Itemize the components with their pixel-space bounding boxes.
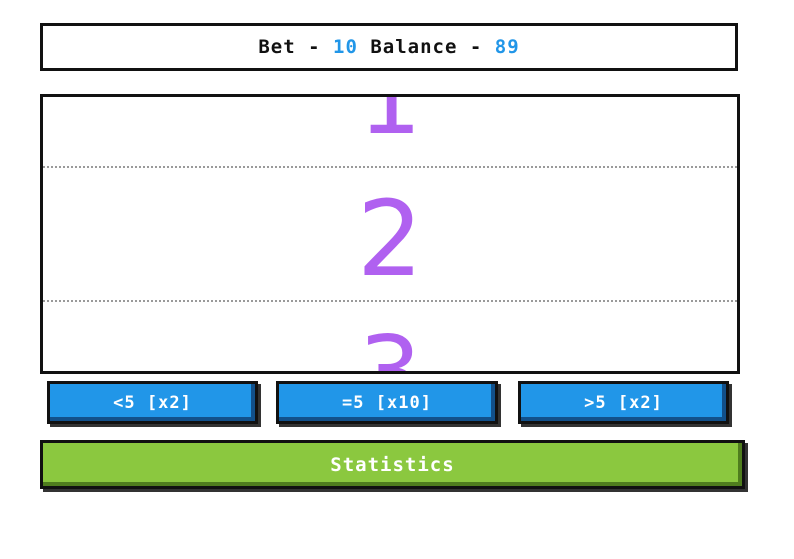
bet-less-than-five-button[interactable]: <5 [x2] xyxy=(47,381,258,424)
bet-balance-bar: Bet - 10 Balance - 89 xyxy=(40,23,738,71)
reel-number-next: 3 xyxy=(358,314,422,374)
bet-greater-than-five-button[interactable]: >5 [x2] xyxy=(518,381,729,424)
bet-value: 10 xyxy=(333,36,358,58)
reel-divider-top xyxy=(43,166,737,168)
bet-equal-five-button[interactable]: =5 [x10] xyxy=(276,381,498,424)
reel-divider-bottom xyxy=(43,300,737,302)
statistics-button[interactable]: Statistics xyxy=(40,440,745,489)
balance-label: Balance xyxy=(370,36,458,58)
balance-value: 89 xyxy=(494,36,520,58)
bet-separator: - xyxy=(308,36,321,58)
number-reel: 1 2 3 xyxy=(40,94,740,374)
balance-separator: - xyxy=(469,36,483,58)
reel-number-current: 2 xyxy=(356,178,424,300)
bet-label: Bet xyxy=(258,36,296,58)
reel-number-previous: 1 xyxy=(358,94,422,157)
